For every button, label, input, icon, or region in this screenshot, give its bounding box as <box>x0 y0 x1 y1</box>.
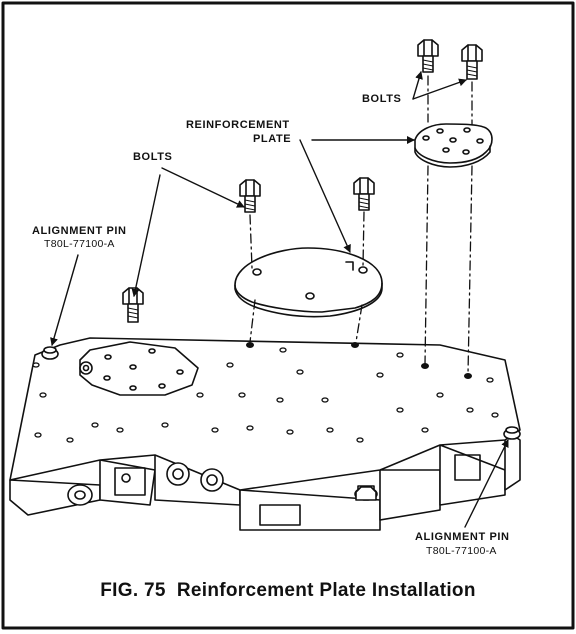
label-reinforcement-plate-line2: PLATE <box>253 133 292 145</box>
bolts <box>122 39 483 501</box>
label-bolts-top: BOLTS <box>362 93 402 105</box>
reinforcement-plate-upper <box>414 123 493 168</box>
leader-lines <box>50 71 509 528</box>
alignment-center-lines <box>249 75 473 375</box>
bolt-upper-right <box>461 44 483 80</box>
label-bolts-left: BOLTS <box>133 151 173 163</box>
label-alignment-pin-left-part: T80L-77100-A <box>44 238 115 250</box>
bolt-target-holes <box>246 342 472 379</box>
alignment-pin-left <box>41 346 59 360</box>
valve-body-holes <box>32 347 499 443</box>
bolt-middle-left <box>239 179 261 213</box>
bolt-middle-right <box>353 177 375 211</box>
label-reinforcement-plate-line1: REINFORCEMENT <box>186 119 290 131</box>
reinforcement-plate-middle <box>234 247 383 318</box>
bolt-front <box>355 486 377 501</box>
bolt-lower-left <box>122 287 144 323</box>
bolt-upper-left <box>417 39 439 73</box>
figure-caption: FIG. 75 Reinforcement Plate Installation <box>100 580 476 601</box>
label-alignment-pin-right-part: T80L-77100-A <box>426 545 497 557</box>
label-alignment-pin-right: ALIGNMENT PIN <box>415 531 510 543</box>
label-alignment-pin-left: ALIGNMENT PIN <box>32 225 127 237</box>
installed-reinforcement-plate <box>79 341 199 396</box>
alignment-pin-right <box>503 426 521 440</box>
